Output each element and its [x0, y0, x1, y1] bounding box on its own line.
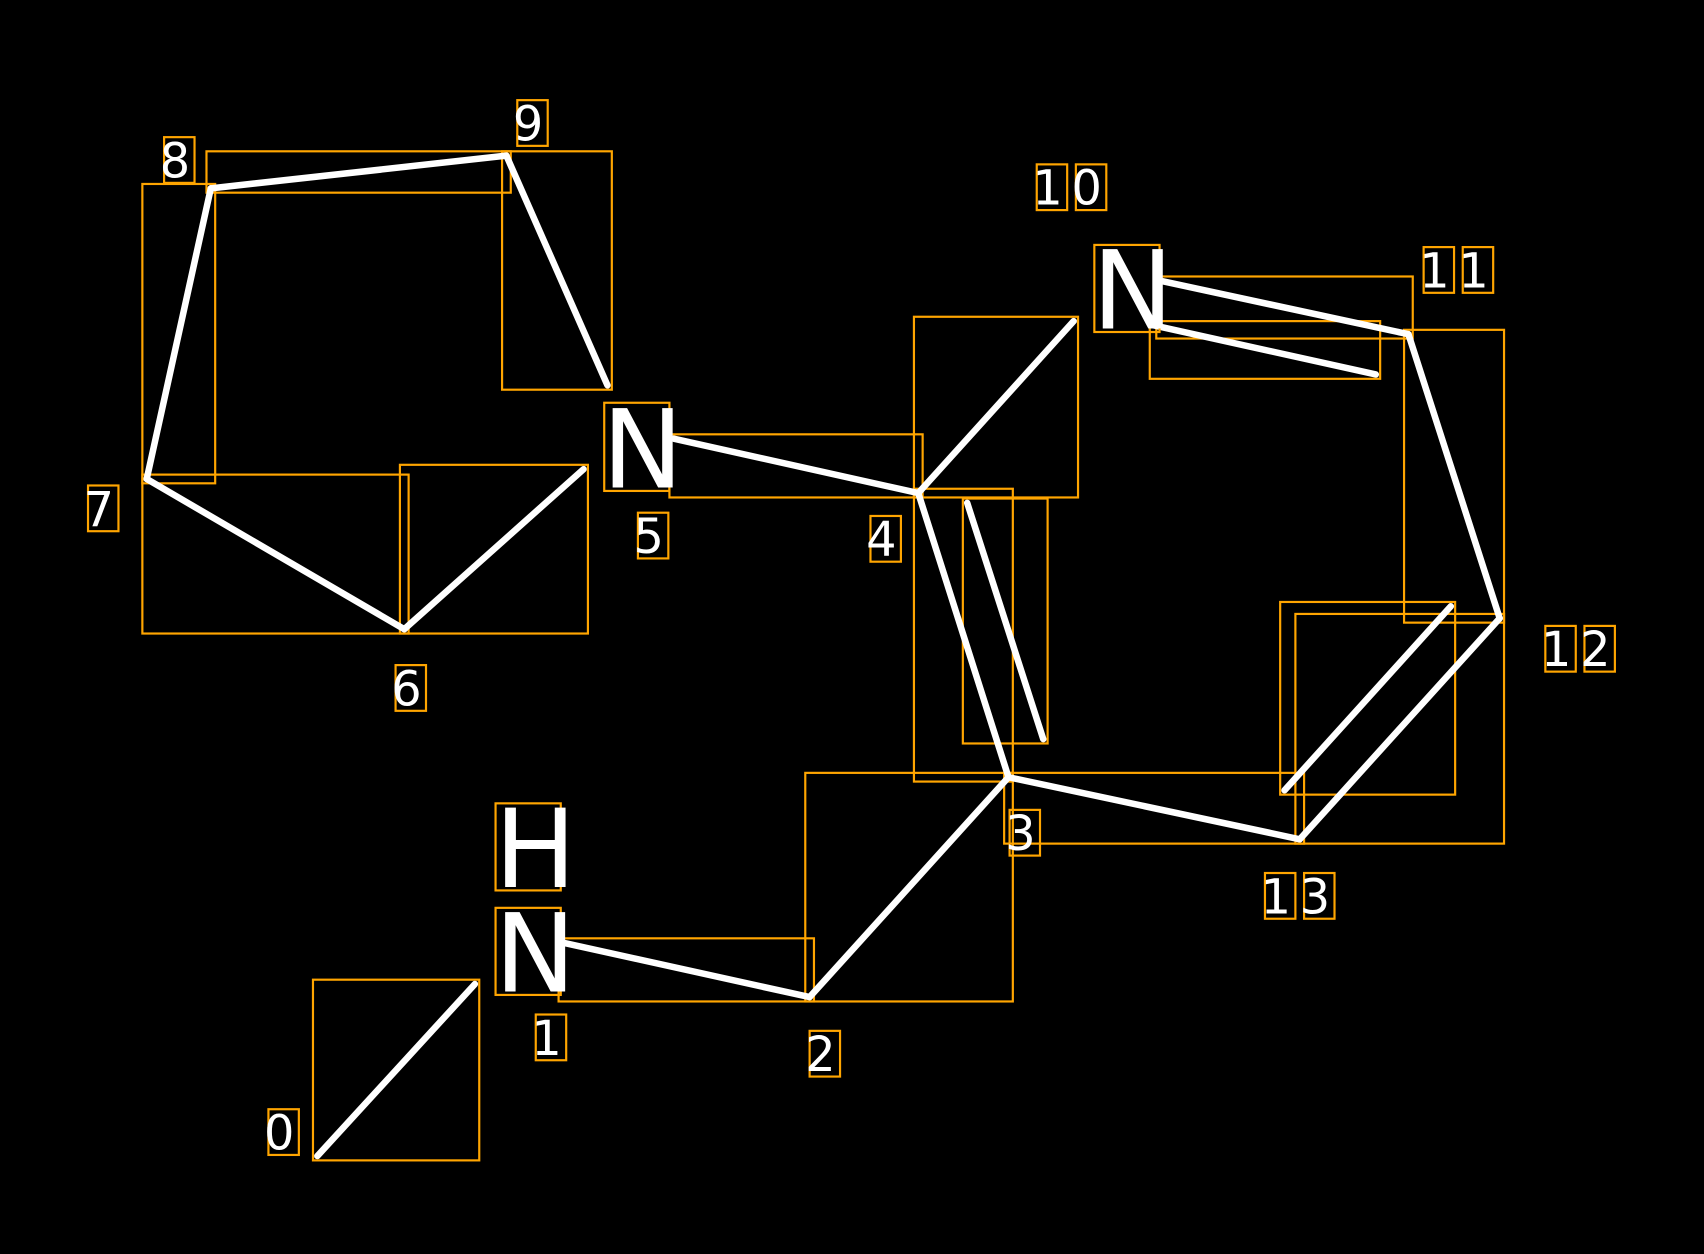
bond-box — [398, 463, 590, 635]
atom-index-label: 8 — [160, 134, 199, 189]
atom-box-n1 — [494, 906, 562, 997]
atom-index-label: 11 — [1419, 244, 1497, 299]
atom-index-label: 7 — [84, 483, 123, 538]
bond-box — [1402, 328, 1506, 624]
bond-line — [143, 475, 408, 633]
bond-box — [1003, 771, 1306, 845]
bond-line — [401, 465, 587, 633]
index-box — [1544, 624, 1577, 673]
atom-index-label: 5 — [634, 510, 673, 565]
atom-box-n10 — [1093, 243, 1161, 334]
index-box — [808, 1029, 842, 1078]
bond-box — [141, 473, 410, 635]
bond-box — [500, 150, 613, 391]
atom-index-label: 13 — [1261, 870, 1339, 925]
bond-box — [1155, 275, 1414, 340]
bond-line — [314, 980, 479, 1160]
atom-index-label: 9 — [513, 97, 552, 152]
index-box — [1461, 246, 1495, 294]
index-box — [636, 511, 670, 560]
bond-box — [311, 978, 481, 1162]
index-box — [1583, 624, 1616, 673]
bond-line — [143, 185, 215, 483]
bond-line — [1296, 615, 1503, 843]
atom-label-n5: N — [602, 387, 683, 514]
bond-line — [915, 317, 1077, 497]
bond-line — [1005, 773, 1303, 843]
atom-box-h — [494, 802, 562, 892]
atom-label-h: H — [494, 786, 576, 913]
atom-index-label: 4 — [866, 513, 905, 568]
atom-index-label: 3 — [1005, 807, 1044, 862]
atom-index-label: 6 — [391, 662, 430, 717]
atom-label-n1: N — [494, 891, 575, 1018]
index-box — [1422, 246, 1456, 294]
index-box — [534, 1013, 568, 1062]
atom-box-n5 — [603, 401, 671, 493]
bond-line — [915, 489, 1012, 781]
bond-box — [557, 937, 816, 1003]
bond-line — [1150, 322, 1380, 378]
index-box — [1035, 163, 1069, 212]
atom-index-label: 10 — [1032, 162, 1110, 217]
atom-label-n10: N — [1092, 228, 1173, 355]
index-box — [516, 99, 549, 147]
index-box — [1302, 871, 1336, 920]
bond-line — [670, 435, 922, 497]
bond-box — [1279, 600, 1457, 796]
bond-line — [806, 773, 1012, 1001]
index-box — [869, 514, 902, 563]
bond-line — [1157, 277, 1412, 338]
bond-line — [207, 152, 510, 192]
bond-box — [804, 771, 1014, 1003]
atom-index-label: 0 — [264, 1106, 303, 1161]
index-box — [1008, 808, 1042, 857]
bond-box — [1148, 320, 1382, 380]
index-box — [1263, 871, 1297, 920]
index-box — [267, 1108, 300, 1157]
bond-box — [912, 315, 1080, 499]
bond-line — [1405, 330, 1503, 622]
atom-index-label: 12 — [1541, 623, 1619, 678]
bond-box — [1294, 612, 1506, 845]
index-box — [86, 484, 120, 533]
bond-line — [1281, 603, 1455, 794]
atom-index-label: 1 — [531, 1012, 570, 1067]
bond-line — [963, 499, 1047, 743]
bond-line — [503, 152, 611, 389]
bond-line — [559, 939, 813, 1001]
index-box — [1074, 163, 1108, 212]
atom-index-label: 2 — [805, 1028, 844, 1083]
index-box — [163, 136, 196, 184]
index-box — [394, 664, 428, 712]
